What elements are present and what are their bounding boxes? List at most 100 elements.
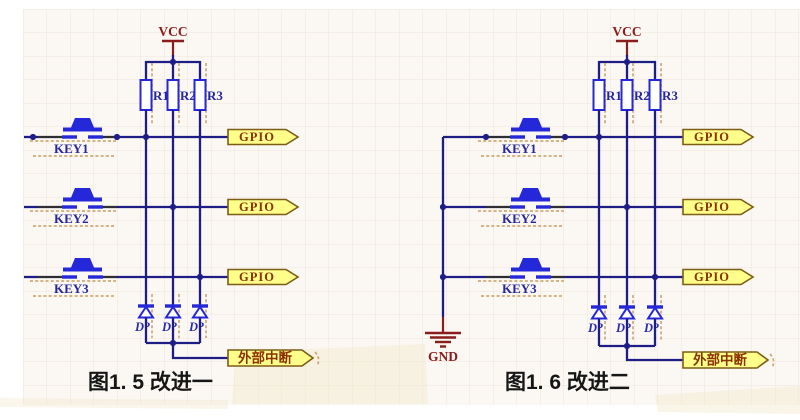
switch-actuator-bar xyxy=(63,267,102,272)
junction-dot xyxy=(482,133,490,141)
junction-dot xyxy=(169,339,177,347)
switch-actuator-bar xyxy=(511,267,550,272)
resistor-body xyxy=(620,79,634,111)
resistor-r1: R1 xyxy=(139,79,169,111)
gnd-ground-symbol: GND xyxy=(425,317,461,364)
port-shape xyxy=(227,128,300,146)
diode-ref: D? xyxy=(643,321,659,335)
junction-dot xyxy=(623,58,631,66)
key2-row: KEY2 GPIO xyxy=(24,188,300,227)
junction-dot xyxy=(623,342,631,350)
key1-row: KEY1 GPIO xyxy=(24,118,300,157)
junction-dot xyxy=(113,133,121,141)
port-shape xyxy=(227,268,300,286)
junction-dot xyxy=(169,203,177,211)
key1-row: KEY1 GPIO xyxy=(443,118,755,157)
port-shape xyxy=(227,349,315,367)
key3-row: KEY3 GPIO xyxy=(24,258,300,297)
junction-dot xyxy=(623,203,631,211)
squiggle xyxy=(769,353,775,369)
key-ref: KEY1 xyxy=(502,141,537,156)
switch-actuator-bar xyxy=(63,127,102,132)
figure1-caption: 图1. 5 改进一 xyxy=(88,370,213,394)
port-shape xyxy=(682,128,755,146)
vcc-power-symbol: VCC xyxy=(612,24,642,56)
junction-dot xyxy=(29,133,37,141)
junction-dot xyxy=(439,203,447,211)
external-interrupt-port: 外部中断 xyxy=(227,349,320,367)
diode-ref: D? xyxy=(615,321,631,335)
junction-dot xyxy=(561,133,569,141)
resistor-body xyxy=(139,79,153,111)
port-shape xyxy=(682,198,755,216)
diode-ref: D? xyxy=(188,320,204,334)
key-ref: KEY3 xyxy=(502,281,537,296)
resistor-ref: R1 xyxy=(153,88,169,103)
scan-shading xyxy=(0,398,228,409)
key-ref: KEY2 xyxy=(502,211,537,226)
junction-dot xyxy=(595,133,603,141)
key-ref: KEY2 xyxy=(54,211,89,226)
switch-button-cap xyxy=(519,258,542,268)
interrupt-bus-wire xyxy=(597,318,683,362)
scan-shading xyxy=(655,386,800,414)
gpio-port: GPIO xyxy=(682,198,755,216)
vcc-label: VCC xyxy=(612,24,641,39)
diode-ref: D? xyxy=(134,320,150,334)
switch-actuator-bar xyxy=(63,197,102,202)
key-ref: KEY1 xyxy=(54,141,89,156)
external-interrupt-port: 外部中断 xyxy=(682,351,775,369)
switch-actuator-bar xyxy=(511,197,550,202)
interrupt-bus-wire xyxy=(144,317,228,360)
port-label: GPIO xyxy=(694,200,730,214)
port-shape xyxy=(227,198,300,216)
switch-button-cap xyxy=(71,118,94,128)
port-shape xyxy=(682,351,770,369)
figure-improvement-2: VCC R1 R2 R3 xyxy=(425,24,775,394)
junction-dot xyxy=(169,58,177,66)
switch-button-cap xyxy=(519,188,542,198)
figure-improvement-1: VCC R1 R2 R3 xyxy=(24,24,320,394)
key-ref: KEY3 xyxy=(54,281,89,296)
junction-dot xyxy=(439,273,447,281)
key2-row: KEY2 GPIO xyxy=(439,188,755,227)
resistor-body xyxy=(193,79,207,111)
resistor-body xyxy=(166,79,180,111)
gpio-port: GPIO xyxy=(682,128,755,146)
figure2-caption: 图1. 6 改进二 xyxy=(505,370,630,394)
squiggle xyxy=(314,351,320,367)
port-label: GPIO xyxy=(239,200,275,214)
port-label: GPIO xyxy=(239,130,275,144)
gpio-port: GPIO xyxy=(227,128,300,146)
resistor-body xyxy=(648,79,662,111)
vcc-label: VCC xyxy=(158,24,187,39)
port-label: GPIO xyxy=(694,270,730,284)
junction-dot xyxy=(142,133,150,141)
diode-ref: D? xyxy=(587,321,603,335)
resistor-body xyxy=(592,79,606,111)
resistor-ref: R2 xyxy=(634,88,650,103)
resistor-ref: R2 xyxy=(180,88,196,103)
junction-dot xyxy=(651,273,659,281)
gnd-label: GND xyxy=(428,349,458,364)
port-label: GPIO xyxy=(694,130,730,144)
switch-button-cap xyxy=(519,118,542,128)
gpio-port: GPIO xyxy=(227,198,300,216)
key3-row: KEY3 GPIO xyxy=(439,258,755,297)
resistor-ref: R1 xyxy=(606,88,622,103)
port-label: GPIO xyxy=(239,270,275,284)
resistor-ref: R3 xyxy=(207,88,223,103)
resistor-ref: R3 xyxy=(662,88,678,103)
vcc-power-symbol: VCC xyxy=(158,24,188,56)
diode-ref: D? xyxy=(161,320,177,334)
switch-button-cap xyxy=(71,258,94,268)
junction-dot xyxy=(196,273,204,281)
port-label: 外部中断 xyxy=(693,352,747,368)
port-label: 外部中断 xyxy=(238,350,292,366)
switch-actuator-bar xyxy=(511,127,550,132)
switch-button-cap xyxy=(71,188,94,198)
gpio-port: GPIO xyxy=(227,268,300,286)
port-shape xyxy=(682,268,755,286)
